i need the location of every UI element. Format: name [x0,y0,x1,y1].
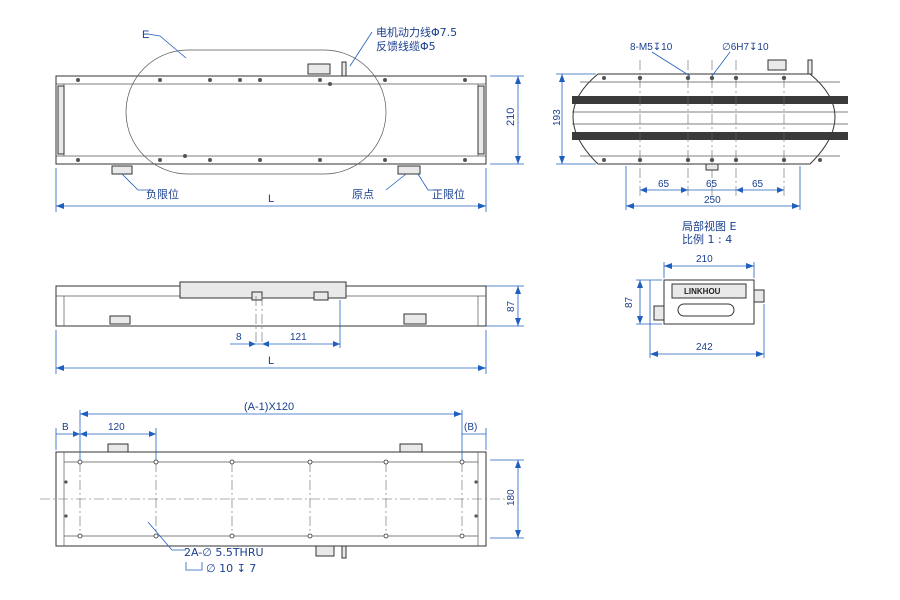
front-height-label: 210 [505,108,517,126]
end-width-label: 210 [696,254,713,265]
front-top-holes [76,78,467,86]
detail-pitch-3: 65 [752,179,764,190]
brand-logo: LINKHOU [684,287,721,296]
front-view [55,31,524,212]
counterbore-label: ∅ 10 ↧ 7 [206,562,256,575]
hole-spec-1: 8-M5↧10 [630,42,673,53]
offset-8-label: 8 [236,332,242,343]
detail-stadium-outline [572,73,836,165]
detail-pitch-2: 65 [706,179,718,190]
width-180-label: 180 [506,489,517,506]
dim-b-label: B [62,422,69,433]
detail-e-outline [125,49,387,175]
offset-121-label: 121 [290,332,307,343]
detail-pitch-1: 65 [658,179,670,190]
neg-limit-sensor [111,165,133,175]
encoder-cable-label: 反馈线缆Φ5 [376,39,436,53]
side-height-label: 87 [506,300,517,312]
detail-title: 局部视图 E [682,219,736,233]
cable-connector [307,63,331,75]
pos-limit-label: 正限位 [432,187,465,201]
front-bottom-holes [76,154,467,162]
motor-cable-label: 电机动力线Φ7.5 [376,25,457,39]
carriage [179,281,347,299]
bottom-holes [64,459,478,539]
pitch-120-label: 120 [108,422,125,433]
bottom-view [40,410,524,559]
origin-sensor [397,165,421,175]
end-height-label: 87 [624,296,635,308]
detail-view-e [556,51,848,210]
thru-hole-label: 2A-∅ 5.5THRU [184,546,264,559]
detail-width-label: 250 [704,195,721,206]
dim-b-paren-label: (B) [464,422,477,433]
neg-limit-label: 负限位 [146,187,179,201]
end-view [636,262,765,358]
front-body-outline [55,75,487,165]
length-label: L [268,193,274,205]
detail-ref-label: E [142,29,149,41]
end-total-label: 242 [696,342,713,353]
counterbore-symbol [185,562,203,571]
side-view [55,281,524,374]
side-length-label: L [268,355,274,367]
detail-scale: 比例 1 : 4 [682,232,732,246]
hole-spec-2: ∅6H7↧10 [722,42,769,53]
detail-height-label: 193 [552,109,563,126]
origin-label: 原点 [352,188,374,201]
brand-plate [671,283,747,299]
pitch-formula-label: (A-1)X120 [244,401,294,413]
